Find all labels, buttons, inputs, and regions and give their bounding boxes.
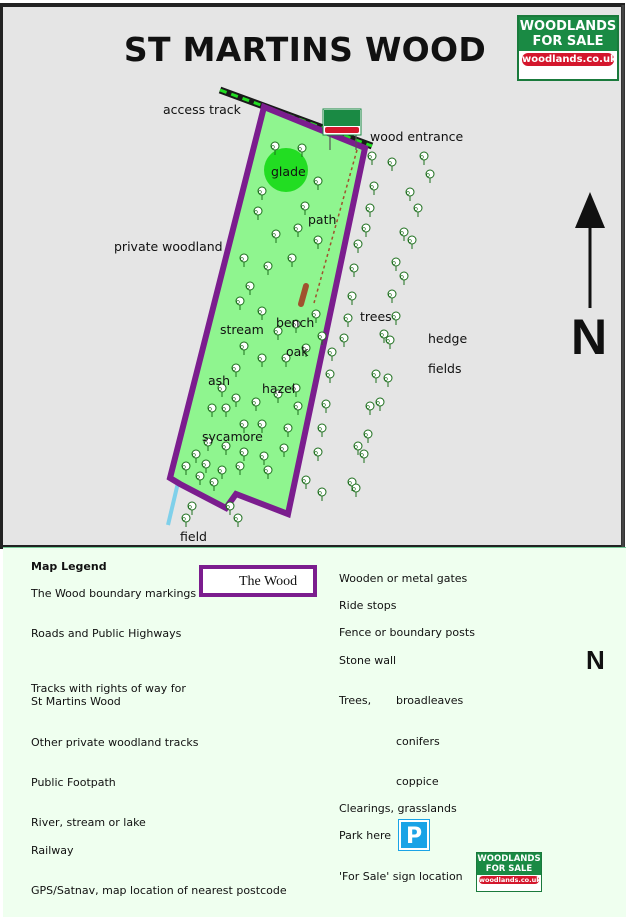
label-oak: oak [286, 344, 309, 359]
legend-private-tracks-label: Other private woodland tracks [31, 736, 199, 749]
brand-url: woodlands.co.uk [522, 53, 617, 66]
label-access-track: access track [163, 102, 241, 117]
label-hazel: hazel [262, 381, 296, 396]
legend-railway-label: Railway [31, 844, 74, 857]
label-fields: fields [428, 361, 462, 376]
legend-trees-label: Trees, [339, 694, 372, 707]
label-glade: glade [271, 164, 306, 179]
label-trees: trees [360, 309, 392, 324]
legend-roads-label: Roads and Public Highways [31, 627, 182, 640]
legend-sign-line1: WOODLANDS [477, 853, 541, 864]
legend-conifers-label: conifers [396, 735, 440, 748]
legend-stone-wall-label: Stone wall [339, 654, 397, 667]
legend-north-letter: N [586, 645, 605, 675]
label-private-woodland: private woodland [114, 239, 223, 254]
label-field: field [180, 529, 207, 544]
brand-line2: FOR SALE [519, 33, 617, 51]
wood-boundary [166, 102, 369, 519]
legend-title: Map Legend [31, 560, 107, 573]
legend-wood-box-label: The Wood [239, 574, 298, 589]
legend-gates-label: Wooden or metal gates [339, 572, 468, 585]
label-stream: stream [220, 322, 264, 337]
legend-broadleaves-label: broadleaves [396, 694, 464, 707]
glade-area [264, 148, 308, 192]
legend-wood-box: The Wood [199, 565, 317, 597]
north-arrow [575, 192, 605, 308]
legend-gps-label: GPS/Satnav, map location of nearest post… [31, 884, 287, 897]
legend-fence-label: Fence or boundary posts [339, 626, 475, 639]
label-bench: bench [276, 315, 315, 330]
for-sale-sign-marker [322, 108, 362, 150]
label-hedge: hedge [428, 331, 468, 346]
legend-for-sale-label: 'For Sale' sign location [339, 870, 463, 883]
legend-park-label: Park here [339, 829, 392, 842]
legend-for-sale-sign: WOODLANDS FOR SALE woodlands.co.uk [476, 852, 542, 892]
label-path: path [308, 212, 337, 227]
legend-footpath-label: Public Footpath [31, 776, 116, 789]
label-sycamore: sycamore [202, 429, 263, 444]
legend-tracks-label-1: Tracks with rights of way for [31, 682, 186, 695]
path-line [313, 149, 358, 304]
legend-ride-stops-label: Ride stops [339, 599, 397, 612]
brand-logo[interactable]: WOODLANDS FOR SALE woodlands.co.uk [517, 15, 619, 81]
label-ash: ash [208, 373, 231, 388]
legend-tracks-label-2: St Martins Wood [31, 695, 121, 708]
map-title: ST MARTINS WOOD [123, 30, 487, 69]
legend-sign-line2: FOR SALE [477, 863, 541, 875]
map-legend: Map Legend The Wood boundary markings Th… [3, 547, 626, 917]
legend-coppice-label: coppice [396, 775, 439, 788]
bench-marker [298, 283, 309, 307]
legend-sign-url: woodlands.co.uk [479, 876, 541, 884]
legend-clearings-label: Clearings, grasslands [339, 802, 457, 815]
park-icon: P [399, 820, 429, 850]
legend-boundary-label: The Wood boundary markings [31, 587, 197, 600]
brand-line1: WOODLANDS [519, 17, 617, 34]
north-letter: N [571, 309, 608, 365]
label-wood-entrance: wood entrance [370, 129, 464, 144]
legend-river-label: River, stream or lake [31, 816, 146, 829]
